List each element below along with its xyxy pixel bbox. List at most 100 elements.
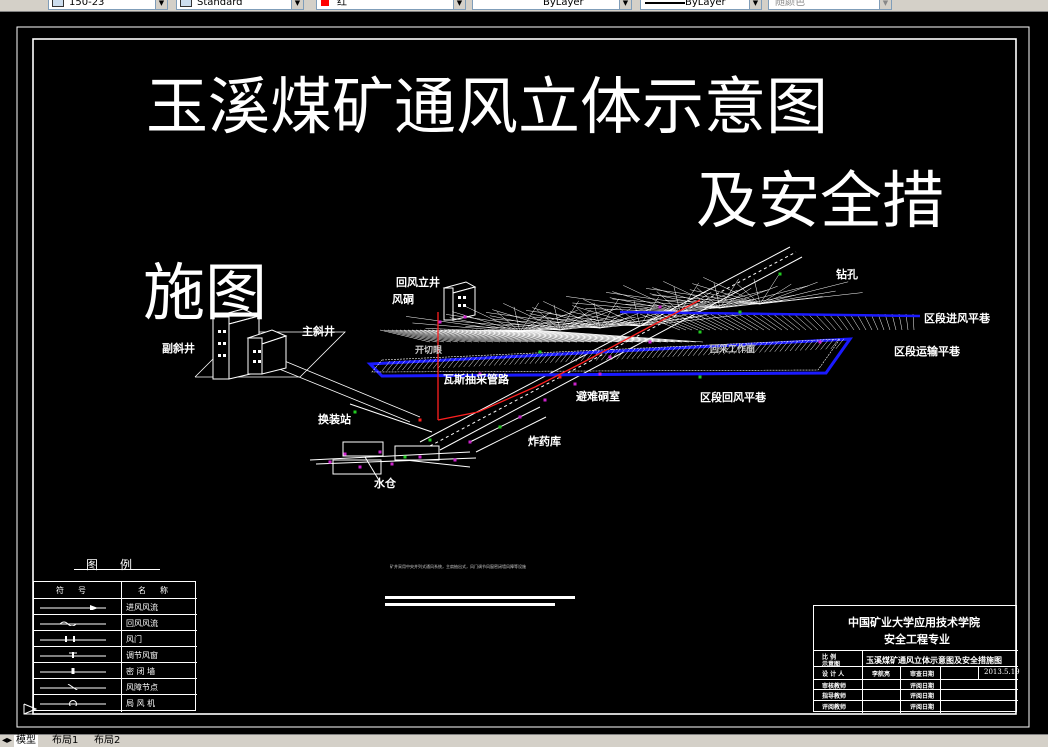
scale-bar-2	[385, 603, 555, 606]
inner-frame	[32, 38, 1017, 715]
brattice-icon	[40, 684, 106, 690]
drawing-svg	[16, 26, 1030, 728]
plotstyle-value: 随颜色	[775, 0, 805, 8]
dimstyle-icon	[52, 0, 64, 7]
dimstyle-dropdown[interactable]: 150-23 ▼	[48, 0, 168, 10]
lineweight-dropdown[interactable]: ByLayer ▼	[640, 0, 762, 10]
chevron-down-icon: ▼	[619, 0, 631, 9]
tb-approve-label: 评阅教师	[822, 704, 847, 711]
intake-roadway	[619, 310, 921, 318]
linetype-dropdown[interactable]: ByLayer ▼	[472, 0, 632, 10]
legend-row-label: 密 闭 墙	[126, 667, 156, 676]
chevron-down-icon: ▼	[749, 0, 761, 9]
tb-drawing-name: 玉溪煤矿通风立体示意图及安全措施图	[866, 655, 1002, 665]
ventilation-markers	[328, 272, 822, 469]
lineweight-swatch	[645, 2, 685, 4]
tb-review-label: 审核教师	[822, 683, 847, 690]
gas-pipe	[437, 299, 701, 421]
label-fan-tunnel: 风硐	[392, 293, 414, 306]
regulator-icon	[40, 652, 106, 658]
tb-check-date-label: 审查日期	[910, 671, 935, 678]
linetype-value: ByLayer	[543, 0, 584, 8]
label-sump: 水仓	[374, 477, 396, 490]
label-section-haulage: 区段运输平巷	[894, 345, 960, 358]
tab-model[interactable]: 模型	[14, 735, 38, 747]
label-explosive-store: 炸药库	[528, 435, 561, 448]
textstyle-icon	[180, 0, 192, 7]
legend-table: 符号 名称 进风风流回风风流风门调节风窗密 闭 墙风障节点局 风 机	[33, 581, 197, 712]
label-aux-incline: 副斜井	[162, 342, 195, 355]
drawing-title-line2: 及安全措	[696, 164, 945, 237]
outer-frame	[16, 26, 1030, 728]
drawing-notes: 矿井采用中央并列式通风系统，主扇抽出式，风门调节风窗密闭墙风障等设施	[390, 564, 526, 569]
intake-arrow-icon	[40, 605, 106, 610]
legend-head-name: 名称	[138, 586, 182, 595]
legend-row: 密 闭 墙	[34, 662, 197, 678]
legend-title-underline	[74, 569, 160, 570]
legend-row-label: 回风风流	[126, 619, 158, 628]
air-door-icon	[40, 636, 106, 642]
color-swatch	[321, 0, 329, 6]
haulage-roadway	[366, 337, 854, 378]
drawing-title-line3: 施图	[143, 256, 268, 329]
label-section-intake: 区段进风平巷	[924, 312, 990, 325]
tb-review-date-label: 评阅日期	[910, 683, 935, 690]
label-section-return: 区段回风平巷	[700, 391, 766, 404]
label-drill-hole: 钻孔	[836, 268, 858, 281]
chevron-down-icon: ▼	[453, 0, 465, 9]
tb-approve-date-label: 评阅日期	[910, 704, 935, 711]
seal-wall-icon	[40, 668, 106, 674]
textstyle-dropdown[interactable]: Standard ▼	[176, 0, 304, 10]
legend-row: 风障节点	[34, 678, 197, 694]
legend-row: 进风风流	[34, 598, 197, 614]
tb-designer: 李航亮	[872, 671, 891, 678]
drawing-title-line1: 玉溪煤矿通风立体示意图	[146, 70, 829, 143]
layout-tabs: ◂▸ 模型 布局1 布局2	[0, 734, 1048, 747]
label-refuge: 避难硐室	[576, 390, 620, 403]
lower-roadways	[309, 403, 547, 483]
ucs-icon	[23, 703, 40, 715]
tb-designer-label: 设 计 人	[822, 671, 845, 678]
tb-school: 中国矿业大学应用技术学院	[848, 616, 980, 629]
building-windows	[218, 296, 466, 363]
inclined-roadway	[419, 246, 803, 451]
buildings	[211, 281, 477, 380]
label-face-right: 回采工作面	[710, 345, 756, 355]
legend-title: 图例	[86, 558, 155, 572]
label-main-incline: 主斜井	[302, 325, 335, 338]
plotstyle-dropdown[interactable]: 随颜色 ▼	[768, 0, 892, 10]
properties-toolbar: 150-23 ▼ Standard ▼ 红 ▼ ByLayer ▼ ByLaye…	[0, 0, 1048, 12]
legend-head-symbol: 符号	[56, 586, 100, 595]
tb-guide-label: 指导教师	[822, 693, 847, 700]
lineweight-value: ByLayer	[685, 0, 726, 8]
legend-row-label: 风门	[126, 635, 142, 644]
label-return-shaft: 回风立井	[396, 276, 440, 289]
label-face-left: 开切眼	[415, 346, 443, 356]
legend-divider	[121, 582, 122, 712]
tab-layout1[interactable]: 布局1	[52, 735, 79, 746]
textstyle-value: Standard	[197, 0, 243, 8]
color-dropdown[interactable]: 红 ▼	[316, 0, 466, 10]
legend-row: 调节风窗	[34, 646, 197, 662]
chevron-down-icon: ▼	[155, 0, 167, 9]
title-block: 中国矿业大学应用技术学院 安全工程专业 比 例 示意图 玉溪煤矿通风立体示意图及…	[813, 605, 1020, 713]
legend-row: 回风风流	[34, 614, 197, 630]
legend-row-label: 调节风窗	[126, 651, 158, 660]
dimstyle-value: 150-23	[69, 0, 105, 8]
tab-layout2[interactable]: 布局2	[94, 735, 121, 746]
label-transfer-station: 换装站	[318, 413, 351, 426]
model-space-canvas[interactable]: 玉溪煤矿通风立体示意图 及安全措 施图 回风立井 风硐 钻孔 主斜井 副斜井 区…	[0, 12, 1048, 734]
drill-hole-fans	[379, 274, 915, 343]
legend-row-label: 风障节点	[126, 683, 158, 692]
tb-date: 2013.5.19	[984, 668, 1020, 676]
legend-row: 局 风 机	[34, 694, 197, 710]
return-arrow-icon	[40, 621, 106, 626]
chevron-down-icon: ▼	[291, 0, 303, 9]
tb-major: 安全工程专业	[884, 633, 950, 646]
legend-row: 风门	[34, 630, 197, 646]
scale-bar-1	[385, 596, 575, 599]
tb-guide-date-label: 评阅日期	[910, 693, 935, 700]
color-value: 红	[337, 0, 347, 8]
tab-nav-arrows[interactable]: ◂▸	[2, 735, 13, 746]
label-gas-pipe: 瓦斯抽采管路	[443, 373, 509, 386]
